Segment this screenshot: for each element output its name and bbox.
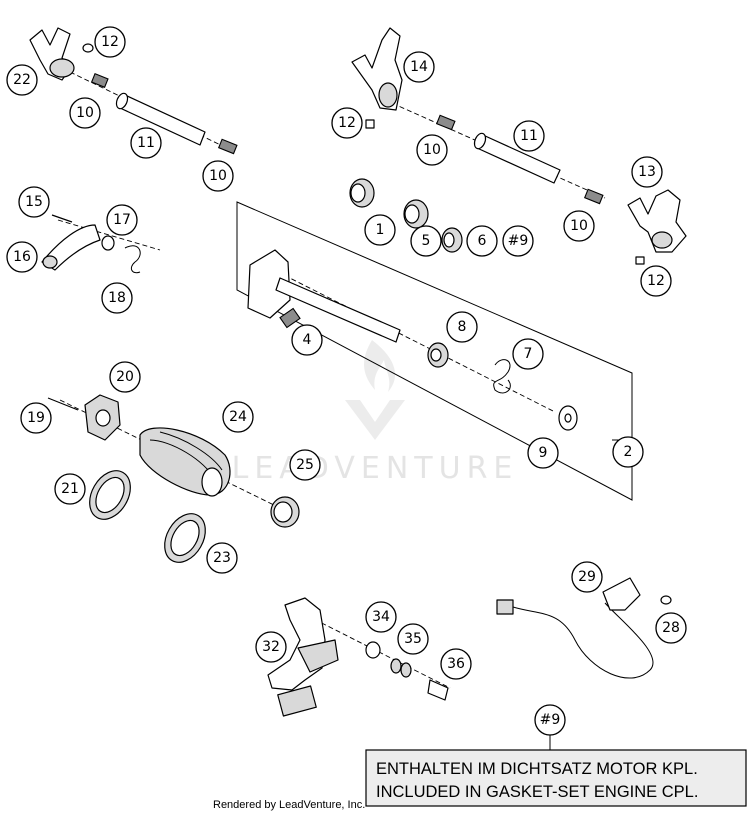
watermark-logo: LEADVENTURE xyxy=(232,340,519,486)
callout-22: 22 xyxy=(6,64,38,96)
svg-text:24: 24 xyxy=(229,409,247,425)
svg-text:14: 14 xyxy=(410,59,428,75)
svg-text:21: 21 xyxy=(61,481,79,497)
shift-fork-22 xyxy=(29,27,94,81)
svg-text:12: 12 xyxy=(338,115,356,131)
callout-10: 10 xyxy=(202,160,234,192)
callout-2: 2 xyxy=(612,436,644,468)
shift-rail-left xyxy=(90,72,238,155)
svg-text:28: 28 xyxy=(662,620,680,636)
svg-text:15: 15 xyxy=(25,194,43,210)
callout-14: 14 xyxy=(403,51,435,83)
shift-fork-14 xyxy=(351,27,403,129)
svg-text:36: 36 xyxy=(447,656,465,672)
svg-text:22: 22 xyxy=(13,72,31,88)
svg-text:10: 10 xyxy=(209,168,227,184)
svg-text:34: 34 xyxy=(372,609,390,625)
svg-text:10: 10 xyxy=(76,105,94,121)
callout-7: 7 xyxy=(512,338,544,370)
callout-16: 16 xyxy=(6,241,38,273)
svg-text:12: 12 xyxy=(101,34,119,50)
shift-shaft xyxy=(247,249,401,343)
shift-drum xyxy=(139,427,231,497)
callout-8: 8 xyxy=(446,311,478,343)
svg-text:13: 13 xyxy=(638,164,656,180)
callout-28: 28 xyxy=(655,612,687,644)
callout-hash9: #9 xyxy=(502,225,534,257)
needle-bearings xyxy=(349,178,463,253)
callout-23: 23 xyxy=(206,542,238,574)
callout-10: 10 xyxy=(69,97,101,129)
svg-text:9: 9 xyxy=(539,445,548,461)
callout-10: 10 xyxy=(563,210,595,242)
svg-text:7: 7 xyxy=(524,346,533,362)
callout-12: 12 xyxy=(640,265,672,297)
svg-text:20: 20 xyxy=(116,369,134,385)
svg-text:2: 2 xyxy=(624,444,633,460)
gear-position-sensor xyxy=(496,577,672,679)
callout-9: 9 xyxy=(527,437,559,469)
callout-24: 24 xyxy=(222,401,254,433)
callout-6: 6 xyxy=(466,225,498,257)
note-line-1: ENTHALTEN IM DICHTSATZ MOTOR KPL. xyxy=(376,760,698,778)
callout-35: 35 xyxy=(397,623,429,655)
svg-text:8: 8 xyxy=(458,319,467,335)
callout-15: 15 xyxy=(18,186,50,218)
shift-drum-locator xyxy=(47,394,121,441)
callout-note-hash9: #9 xyxy=(534,704,566,736)
callout-1: 1 xyxy=(364,214,396,246)
svg-text:12: 12 xyxy=(647,273,665,289)
svg-text:16: 16 xyxy=(13,249,31,265)
shift-fork-13 xyxy=(627,189,687,265)
callout-11: 11 xyxy=(513,120,545,152)
callout-18: 18 xyxy=(101,282,133,314)
callout-11: 11 xyxy=(130,127,162,159)
svg-text:4: 4 xyxy=(303,332,312,348)
callout-13: 13 xyxy=(631,156,663,188)
svg-text:10: 10 xyxy=(570,218,588,234)
note-line-2: INCLUDED IN GASKET-SET ENGINE CPL. xyxy=(376,783,698,801)
callout-25: 25 xyxy=(289,449,321,481)
svg-text:19: 19 xyxy=(27,410,45,426)
callout-12: 12 xyxy=(331,107,363,139)
callout-19: 19 xyxy=(20,402,52,434)
callout-17: 17 xyxy=(106,204,138,236)
svg-text:#9: #9 xyxy=(540,712,561,728)
callout-5: 5 xyxy=(410,225,442,257)
svg-text:1: 1 xyxy=(376,222,385,238)
callout-4: 4 xyxy=(291,324,323,356)
svg-text:35: 35 xyxy=(404,631,422,647)
drum-bearings xyxy=(89,470,300,563)
note-box: ENTHALTEN IM DICHTSATZ MOTOR KPL. INCLUD… xyxy=(365,749,747,807)
render-credit: Rendered by LeadVenture, Inc. xyxy=(213,799,365,811)
svg-text:25: 25 xyxy=(296,457,314,473)
svg-text:18: 18 xyxy=(108,290,126,306)
callout-32: 32 xyxy=(255,631,287,663)
callout-34: 34 xyxy=(365,601,397,633)
svg-text:5: 5 xyxy=(422,233,431,249)
callout-20: 20 xyxy=(109,361,141,393)
svg-text:10: 10 xyxy=(423,142,441,158)
watermark-text: LEADVENTURE xyxy=(232,451,519,486)
svg-text:32: 32 xyxy=(262,639,280,655)
svg-text:11: 11 xyxy=(137,135,155,151)
shaft-seal-spring-washer xyxy=(427,342,578,431)
detent-lever-assembly xyxy=(41,214,141,274)
svg-text:17: 17 xyxy=(113,212,131,228)
callout-12: 12 xyxy=(94,26,126,58)
svg-text:#9: #9 xyxy=(508,233,529,249)
callout-21: 21 xyxy=(54,473,86,505)
svg-text:11: 11 xyxy=(520,128,538,144)
svg-text:6: 6 xyxy=(478,233,487,249)
shift-lever xyxy=(267,597,449,717)
shift-rail-right xyxy=(435,114,604,205)
callout-36: 36 xyxy=(440,648,472,680)
callout-29: 29 xyxy=(571,561,603,593)
svg-text:23: 23 xyxy=(213,550,231,566)
shift-shaft-assembly-frame xyxy=(236,201,633,501)
svg-text:29: 29 xyxy=(578,569,596,585)
callout-10: 10 xyxy=(416,134,448,166)
